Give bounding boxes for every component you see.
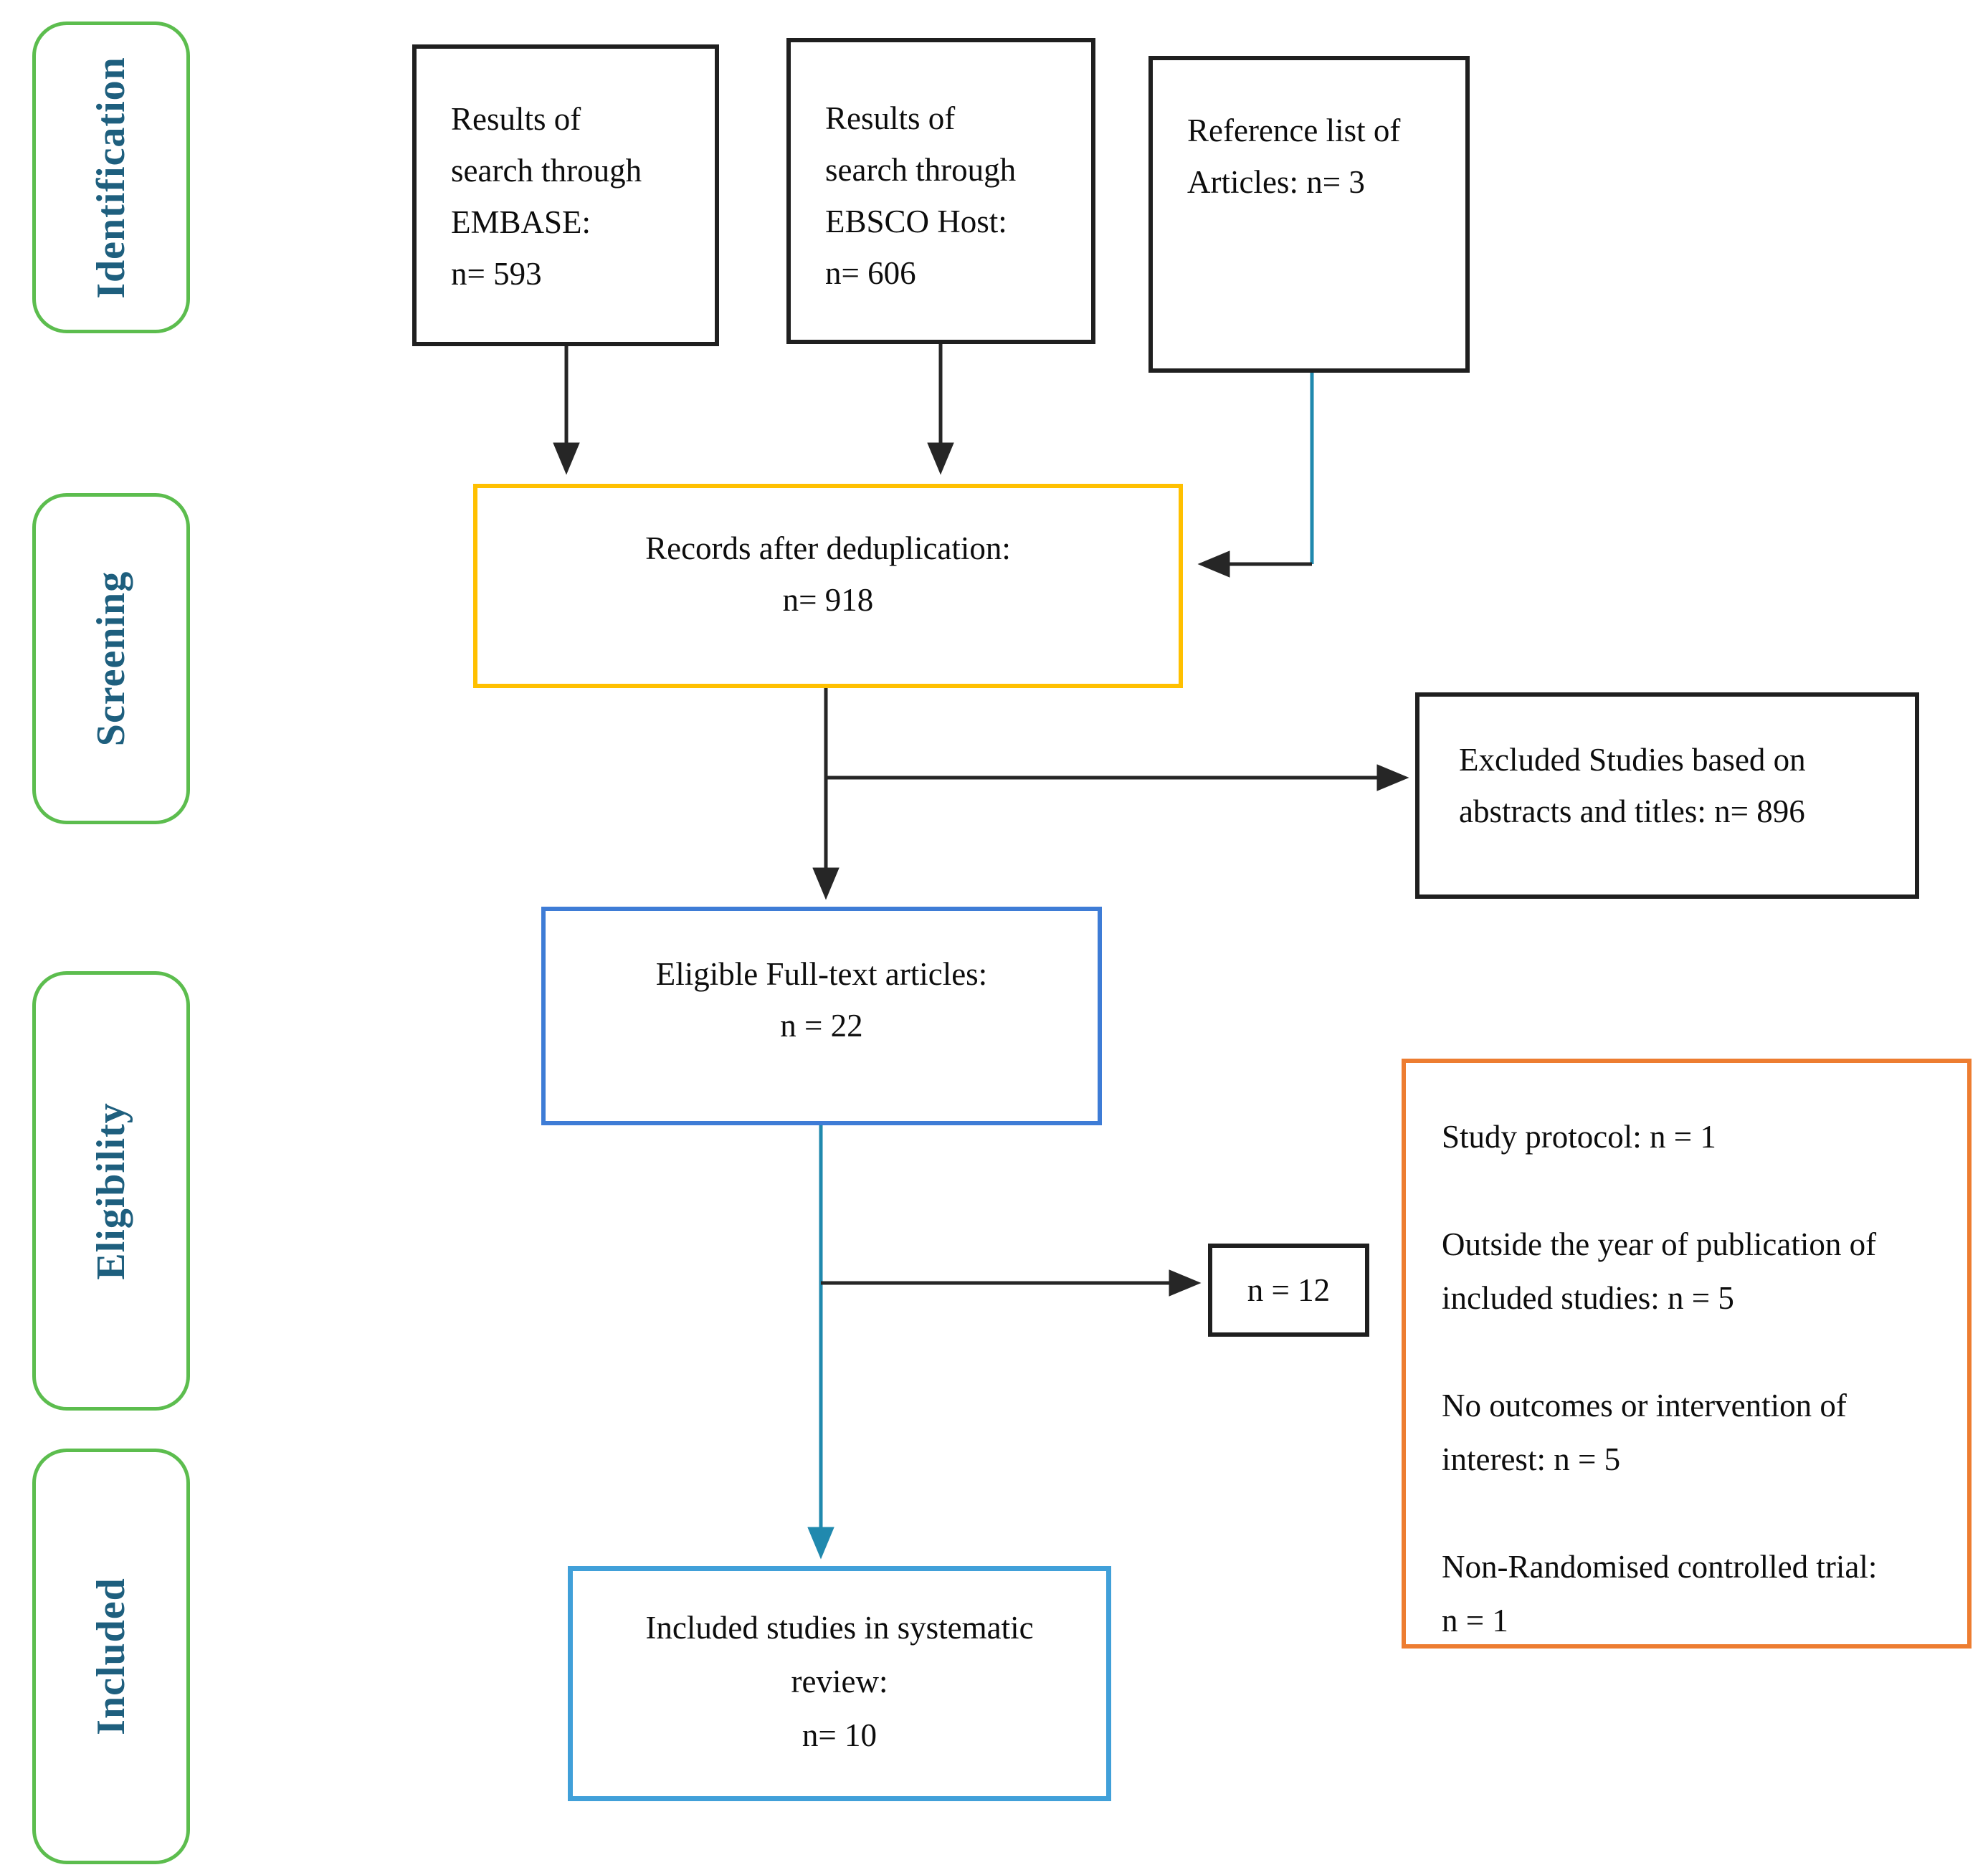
stage-included: Included [32, 1449, 190, 1864]
stage-eligibility: Eligibility [32, 971, 190, 1411]
box-fulltext-excluded-count: n = 12 [1208, 1244, 1369, 1337]
stage-screening: Screening [32, 493, 190, 824]
box-ebsco-results: Results of search through EBSCO Host: n=… [786, 38, 1095, 344]
box-reference-list: Reference list of Articles: n= 3 [1148, 56, 1470, 373]
box-eligible-fulltext: Eligible Full-text articles: n = 22 [541, 907, 1102, 1125]
box-records-after-deduplication: Records after deduplication: n= 918 [473, 484, 1183, 688]
box-excluded-abstracts-titles: Excluded Studies based on abstracts and … [1415, 692, 1919, 899]
box-embase-results: Results of search through EMBASE: n= 593 [412, 44, 719, 346]
stage-identification: Identification [32, 22, 190, 333]
box-exclusion-reasons: Study protocol: n = 1 Outside the year o… [1402, 1059, 1972, 1649]
box-included-studies: Included studies in systematic review: n… [568, 1566, 1111, 1801]
